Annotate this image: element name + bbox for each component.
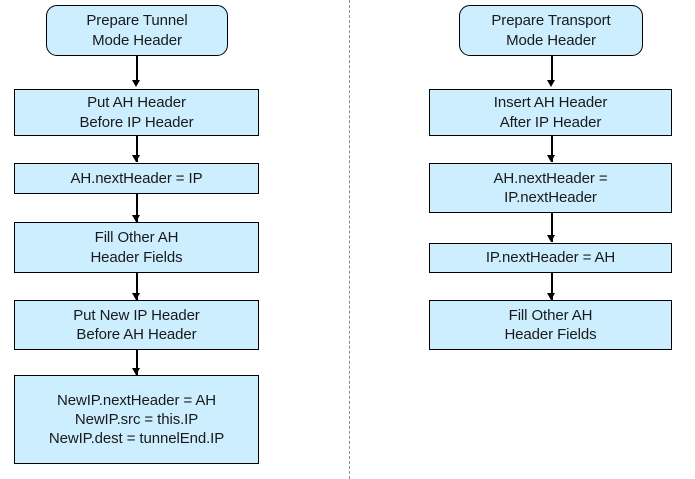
node-text-line: Mode Header <box>92 31 182 49</box>
node-text-line: Insert AH Header <box>493 94 608 112</box>
arrowhead-icon <box>547 80 555 87</box>
node-tunnel-step-1[interactable]: Put AH Header Before IP Header <box>14 89 259 136</box>
arrowhead-icon <box>547 235 555 242</box>
node-text-line: Prepare Tunnel <box>86 12 188 30</box>
connector-tunnel-step1-to-step2 <box>136 136 138 162</box>
node-text-line: AH.nextHeader = IP <box>70 169 203 187</box>
node-text-line: Before IP Header <box>79 113 194 131</box>
node-text-line: IP.nextHeader = AH <box>485 249 616 267</box>
node-transport-step-2[interactable]: AH.nextHeader = IP.nextHeader <box>429 163 672 213</box>
vertical-dashed-divider <box>349 0 350 479</box>
node-tunnel-step-3[interactable]: Fill Other AH Header Fields <box>14 222 259 273</box>
connector-transport-step1-to-step2 <box>551 136 553 162</box>
node-tunnel-step-2[interactable]: AH.nextHeader = IP <box>14 163 259 194</box>
node-tunnel-start[interactable]: Prepare Tunnel Mode Header <box>46 5 228 56</box>
node-text-line: After IP Header <box>499 113 602 131</box>
node-tunnel-step-4[interactable]: Put New IP Header Before AH Header <box>14 300 259 350</box>
connector-transport-start-to-step1 <box>551 56 553 82</box>
arrowhead-icon <box>547 155 555 162</box>
node-transport-step-3[interactable]: IP.nextHeader = AH <box>429 243 672 273</box>
node-transport-step-1[interactable]: Insert AH Header After IP Header <box>429 89 672 136</box>
arrowhead-icon <box>132 155 140 162</box>
node-text-line: Header Fields <box>90 248 183 266</box>
node-text-line: AH.nextHeader = <box>493 169 608 187</box>
arrowhead-icon <box>132 80 140 87</box>
node-text-line: IP.nextHeader <box>504 189 597 206</box>
connector-tunnel-step4-to-step5 <box>136 350 138 375</box>
node-text-line: Before AH Header <box>76 326 197 343</box>
arrowhead-icon <box>547 293 555 300</box>
node-text-line: NewIP.dest = tunnelEnd.IP <box>48 430 225 448</box>
connector-tunnel-step3-to-step4 <box>136 273 138 300</box>
node-tunnel-step-5[interactable]: NewIP.nextHeader = AH NewIP.src = this.I… <box>14 375 259 464</box>
arrowhead-icon <box>132 368 140 375</box>
node-transport-step-4[interactable]: Fill Other AH Header Fields <box>429 300 672 350</box>
connector-tunnel-step2-to-step3 <box>136 194 138 222</box>
node-text-line: Fill Other AH <box>94 229 179 247</box>
arrowhead-icon <box>132 215 140 222</box>
node-text-line: NewIP.src = this.IP <box>74 410 199 428</box>
node-text-line: Put New IP Header <box>73 306 200 324</box>
node-text-line: Put AH Header <box>87 94 186 112</box>
arrowhead-icon <box>132 293 140 300</box>
connector-tunnel-start-to-step1 <box>136 56 138 82</box>
node-transport-start[interactable]: Prepare Transport Mode Header <box>459 5 643 56</box>
node-text-line: Prepare Transport <box>491 12 611 30</box>
node-text-line: Header Fields <box>504 326 597 343</box>
connector-transport-step3-to-step4 <box>551 273 553 300</box>
node-text-line: NewIP.nextHeader = AH <box>57 391 216 409</box>
node-text-line: Mode Header <box>506 31 596 49</box>
connector-transport-step2-to-step3 <box>551 213 553 242</box>
node-text-line: Fill Other AH <box>508 306 593 324</box>
